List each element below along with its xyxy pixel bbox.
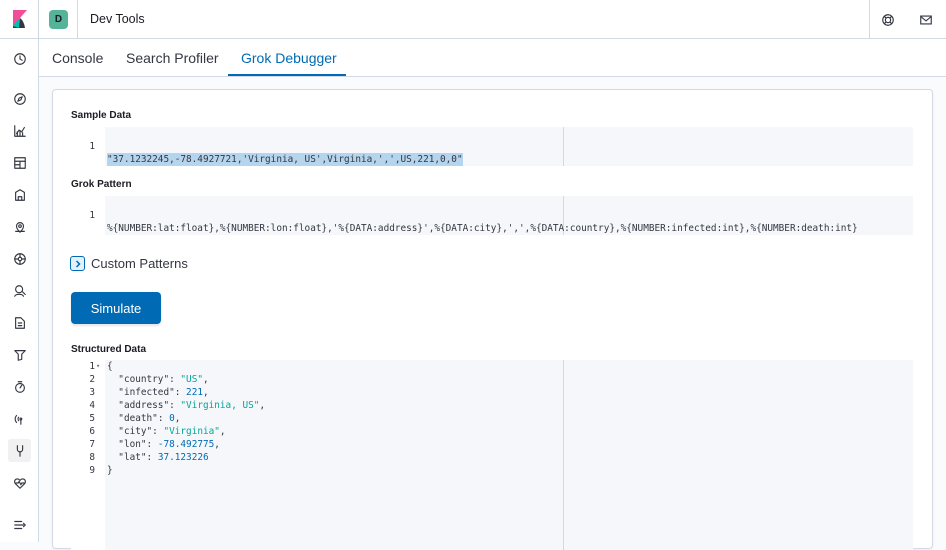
json-key: "infected"	[118, 387, 175, 398]
line-number: 5	[89, 413, 95, 424]
collapse-menu-icon[interactable]	[8, 513, 31, 536]
active-tab-indicator	[228, 74, 346, 76]
code-line: 4 "address": "Virginia, US",	[71, 399, 913, 412]
simulate-button[interactable]: Simulate	[71, 292, 161, 324]
management-icon[interactable]	[8, 471, 31, 494]
mail-icon[interactable]	[916, 10, 935, 29]
code-line: 3 "infected": 221,	[71, 386, 913, 399]
json-value: 221	[186, 387, 203, 398]
code-text: "lat": 37.123226	[118, 452, 209, 463]
editor-gutter	[71, 196, 105, 235]
side-nav	[0, 0, 39, 542]
apm-icon[interactable]	[8, 343, 31, 366]
code-line: 1 %{NUMBER:lat:float},%{NUMBER:lon:float…	[71, 196, 913, 234]
json-key: "death"	[118, 413, 158, 424]
code-line: 7 "lon": -78.492775,	[71, 438, 913, 451]
json-key: "lat"	[118, 452, 147, 463]
tab-search-profiler[interactable]: Search Profiler	[126, 50, 219, 66]
header-divider	[869, 0, 870, 39]
line-number: 7	[89, 439, 95, 450]
editor-gutter	[71, 127, 105, 166]
custom-patterns-toggle[interactable]	[70, 256, 85, 271]
siem-icon[interactable]	[8, 279, 31, 302]
custom-patterns-label[interactable]: Custom Patterns	[91, 256, 188, 271]
code-line: 2 "country": "US",	[71, 373, 913, 386]
logs-icon[interactable]	[8, 311, 31, 334]
code-text: "infected": 221,	[118, 387, 209, 398]
dev-tools-icon[interactable]	[8, 439, 31, 462]
help-icon[interactable]	[878, 10, 897, 29]
code-text: "lon": -78.492775,	[118, 439, 220, 450]
code-text: "city": "Virginia",	[118, 426, 226, 437]
dev-tools-tabs: Console Search Profiler Grok Debugger	[39, 39, 946, 77]
code-line: 9}	[71, 464, 913, 477]
page-title: Dev Tools	[90, 12, 145, 26]
tab-grok-debugger[interactable]: Grok Debugger	[241, 50, 337, 66]
code-text: }	[107, 465, 113, 476]
code-text: {	[107, 361, 113, 372]
line-number: 3	[89, 387, 95, 398]
structured-data-editor[interactable]: 1▾{2 "country": "US",3 "infected": 221,4…	[71, 360, 913, 550]
tab-console[interactable]: Console	[52, 50, 104, 66]
line-number: 1	[89, 141, 95, 152]
discover-icon[interactable]	[8, 87, 31, 110]
json-key: "address"	[118, 400, 170, 411]
code-text: "address": "Virginia, US",	[118, 400, 266, 411]
code-line: 1▾ {	[71, 360, 913, 373]
print-margin	[563, 196, 564, 235]
code-text: %{NUMBER:lat:float},%{NUMBER:lon:float},…	[107, 223, 858, 234]
maps-icon[interactable]	[8, 215, 31, 238]
json-value: "US"	[180, 374, 203, 385]
sample-data-editor[interactable]: 1 "37.1232245,-78.4927721,'Virginia, US'…	[71, 127, 913, 166]
json-value: "Virginia"	[163, 426, 220, 437]
structured-data-label: Structured Data	[71, 344, 147, 355]
ml-icon[interactable]	[8, 247, 31, 270]
grok-pattern-editor[interactable]: 1 %{NUMBER:lat:float},%{NUMBER:lon:float…	[71, 196, 913, 235]
line-number: 6	[89, 426, 95, 437]
json-value: -78.492775	[157, 439, 215, 450]
chevron-right-icon	[75, 259, 81, 268]
grok-pattern-label: Grok Pattern	[71, 179, 132, 190]
json-value: 37.123226	[157, 452, 209, 463]
dashboard-icon[interactable]	[8, 151, 31, 174]
sample-data-label: Sample Data	[71, 110, 132, 121]
line-number: 1	[89, 361, 95, 372]
print-margin	[563, 360, 564, 550]
code-line: 8 "lat": 37.123226	[71, 451, 913, 464]
json-value: "Virginia, US"	[180, 400, 260, 411]
visualize-icon[interactable]	[8, 119, 31, 142]
print-margin	[563, 127, 564, 166]
space-avatar[interactable]: D	[49, 10, 68, 29]
line-number: 9	[89, 465, 95, 476]
canvas-icon[interactable]	[8, 183, 31, 206]
fold-toggle-icon[interactable]: ▾	[96, 362, 101, 370]
uptime-icon[interactable]	[8, 375, 31, 398]
header-bar: D Dev Tools	[39, 0, 946, 39]
code-line: 5 "death": 0,	[71, 412, 913, 425]
code-text: "country": "US",	[118, 374, 209, 385]
stack-monitoring-icon[interactable]	[8, 407, 31, 430]
header-divider	[77, 0, 78, 39]
code-text: "death": 0,	[118, 413, 181, 424]
line-number: 4	[89, 400, 95, 411]
json-key: "city"	[118, 426, 153, 437]
editor-gutter	[71, 360, 105, 550]
json-key: "country"	[118, 374, 170, 385]
line-number: 2	[89, 374, 95, 385]
line-number: 1	[89, 210, 95, 221]
json-key: "lon"	[118, 439, 147, 450]
code-line: 6 "city": "Virginia",	[71, 425, 913, 438]
line-number: 8	[89, 452, 95, 463]
code-text: "37.1232245,-78.4927721,'Virginia, US',V…	[107, 153, 463, 166]
code-line: 1 "37.1232245,-78.4927721,'Virginia, US'…	[71, 127, 913, 166]
json-value: 0	[169, 413, 175, 424]
kibana-logo[interactable]	[0, 0, 39, 39]
recently-viewed-icon[interactable]	[8, 47, 31, 70]
